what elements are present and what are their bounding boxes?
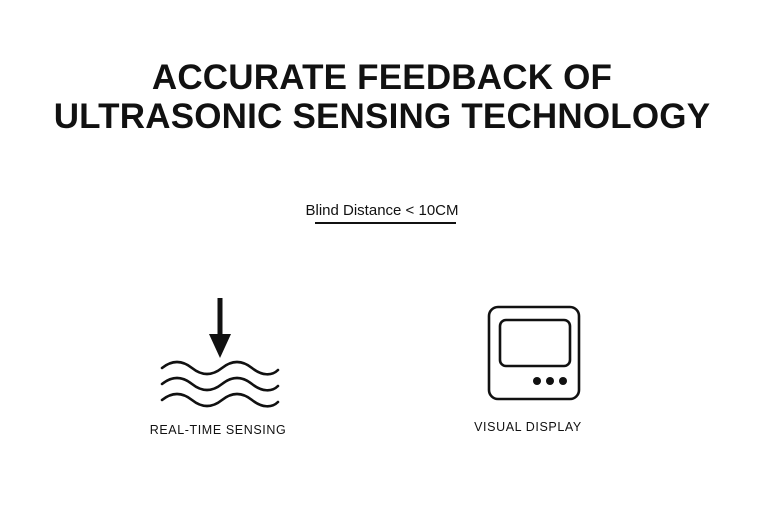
real-time-sensing-label: REAL-TIME SENSING	[149, 423, 287, 437]
wave-line-1	[160, 360, 280, 376]
display-icon	[487, 305, 581, 401]
visual-display-label: VISUAL DISPLAY	[474, 420, 582, 434]
wave-line-3	[160, 392, 280, 408]
title-line-1: ACCURATE FEEDBACK OF	[151, 58, 613, 97]
arrow-head	[209, 334, 231, 358]
wave-line-2	[160, 376, 280, 392]
device-dot-2	[546, 377, 554, 385]
device-dot-1	[533, 377, 541, 385]
device-body	[487, 305, 581, 401]
title-line-2: ULTRASONIC SENSING TECHNOLOGY	[53, 97, 711, 136]
device-screen	[498, 318, 572, 368]
blind-distance-underline	[315, 222, 456, 224]
waves-arrow-icon	[160, 298, 280, 408]
blind-distance-text: Blind Distance < 10CM	[305, 202, 459, 219]
device-dot-3	[559, 377, 567, 385]
page-title: ACCURATE FEEDBACK OF ULTRASONIC SENSING …	[0, 58, 764, 136]
